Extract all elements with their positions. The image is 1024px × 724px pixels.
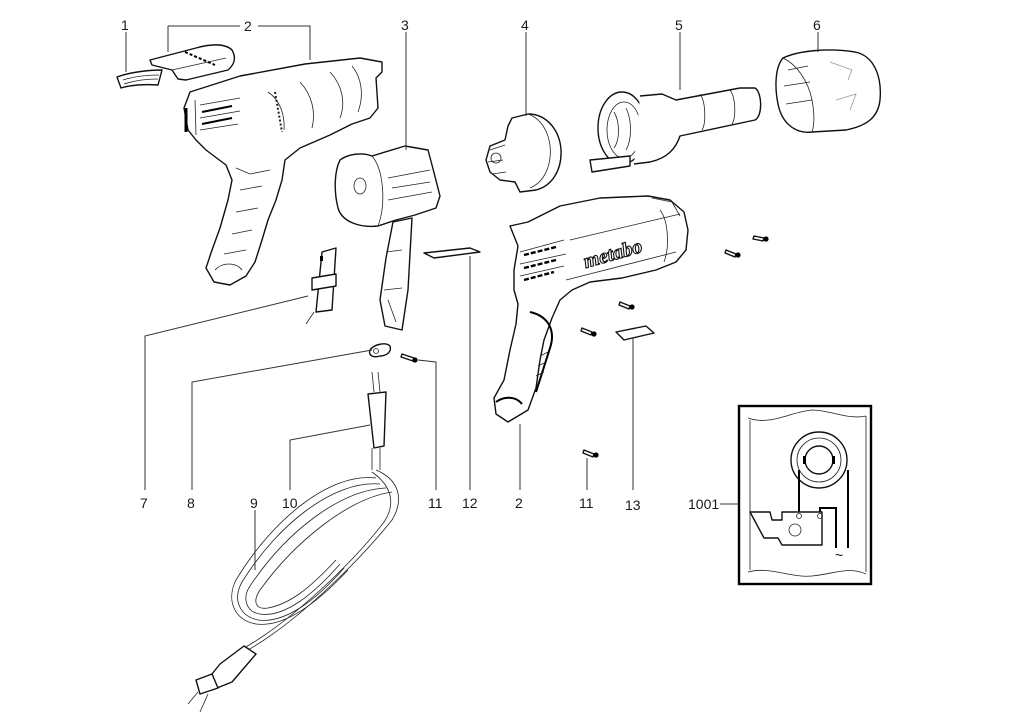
part-1001-wiring-diagram[interactable]: ~	[737, 404, 873, 586]
part-2-housing-right[interactable]: metabo	[493, 195, 689, 423]
callout-8[interactable]: 8	[187, 495, 195, 511]
callout-3[interactable]: 3	[401, 17, 409, 33]
part-2-top-cover[interactable]	[149, 44, 236, 81]
part-2-housing-left[interactable]	[183, 57, 383, 286]
part-3-motor-unit[interactable]	[334, 145, 441, 331]
callout-11b[interactable]: 11	[579, 495, 594, 511]
callout-1[interactable]: 1	[121, 17, 129, 33]
screw[interactable]	[618, 301, 635, 310]
part-11-screws[interactable]	[400, 235, 769, 458]
leader-lines	[125, 25, 819, 570]
callout-9[interactable]: 9	[250, 495, 258, 511]
part-9-power-cord[interactable]	[187, 469, 399, 713]
callout-2b[interactable]: 2	[515, 495, 523, 511]
screw[interactable]	[400, 353, 418, 363]
ac-symbol: ~	[835, 547, 843, 563]
callout-labels: 1 2 3 4 5 6 7 8 9 10 11 12 2 11 13 1001	[121, 17, 821, 513]
part-6-nozzle[interactable]	[775, 49, 882, 133]
part-7-switch-slider[interactable]	[305, 247, 337, 325]
part-5-heating-tube[interactable]	[589, 87, 762, 173]
callout-6[interactable]: 6	[813, 17, 821, 33]
part-13-label[interactable]	[615, 325, 655, 341]
part-8-cable-clamp[interactable]	[368, 343, 392, 358]
part-1-nameplate[interactable]	[116, 69, 163, 89]
callout-5[interactable]: 5	[675, 17, 683, 33]
callout-12[interactable]: 12	[462, 495, 478, 511]
callout-2[interactable]: 2	[244, 18, 252, 34]
part-12-rating-label[interactable]	[423, 247, 481, 259]
screw[interactable]	[724, 249, 741, 258]
callout-4[interactable]: 4	[521, 17, 529, 33]
screw[interactable]	[582, 449, 599, 458]
callout-7[interactable]: 7	[140, 495, 148, 511]
callout-1001[interactable]: 1001	[688, 496, 719, 512]
screw[interactable]	[752, 235, 769, 242]
callout-10[interactable]: 10	[282, 495, 298, 511]
screw[interactable]	[580, 327, 597, 337]
callout-13[interactable]: 13	[625, 497, 641, 513]
part-10-cable-sleeve[interactable]	[367, 371, 387, 470]
part-4-motor-holder[interactable]	[485, 113, 562, 193]
switch-mark-icon	[320, 256, 323, 261]
callout-11a[interactable]: 11	[428, 495, 443, 511]
